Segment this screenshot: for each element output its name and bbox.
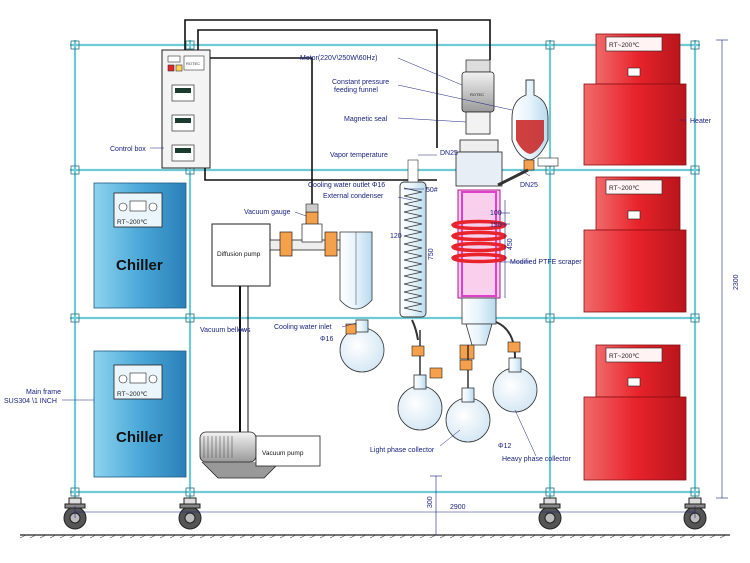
dn25-top-label: DN25 (440, 150, 458, 157)
ground-hatch (19, 534, 727, 539)
evaporator: ROTEC (451, 59, 507, 360)
chiller-bottom-label: Chiller (116, 429, 163, 446)
motor-label: Motor(220V\250W\60Hz) (300, 55, 377, 62)
vacuum-bellows-label: Vacuum bellows (200, 327, 251, 334)
external-condenser-label: External condenser (323, 193, 384, 200)
heavy-phase-collector-label: Heavy phase collector (502, 456, 572, 463)
dim-750: 750 (428, 248, 435, 260)
cold-trap (339, 231, 373, 310)
motor-brand: ROTEC (470, 92, 484, 97)
cooling-water-outlet-label: Cooling water outlet Φ16 (308, 182, 385, 189)
heater-1: RT~200℃ (583, 33, 687, 166)
funnel-label-1: Constant pressure (332, 79, 389, 86)
dim-300: 300 (427, 496, 434, 508)
chiller-bottom: RT~200℃ Chiller (93, 350, 187, 478)
light-phase-collector-label: Light phase collector (370, 447, 435, 454)
vacuum-bellows (239, 286, 249, 440)
chiller-bottom-display: RT~200℃ (117, 391, 148, 398)
vacuum-gauge-label: Vacuum gauge (244, 209, 291, 216)
heater-3: RT~200℃ (583, 344, 687, 481)
vapor-temperature-label: Vapor temperature (330, 152, 388, 159)
dim-2300: 2300 (733, 274, 740, 290)
diffusion-pump-label: Diffusion pump (217, 251, 261, 258)
vacuum-pump: Vacuum pump (199, 431, 321, 479)
control-cables (184, 19, 491, 205)
control-panel-brand: ROTEC (186, 61, 200, 66)
chiller-top-display: RT~200℃ (117, 219, 148, 226)
casters (63, 497, 707, 530)
heater-2: RT~200℃ (583, 176, 687, 313)
dn25-right-label: DN25 (520, 182, 538, 189)
dim-450: 450 (507, 238, 514, 250)
main-frame-label-1: Main frame (26, 389, 61, 396)
feeding-funnel (497, 79, 559, 187)
cooling-water-inlet-label: Cooling water inlet (274, 324, 332, 331)
main-frame-label-2: SUS304 \1 INCH (4, 398, 57, 405)
funnel-label-2: feeding funnel (334, 87, 378, 94)
heater-1-display: RT~200℃ (609, 42, 640, 49)
dim-2900: 2900 (450, 504, 466, 511)
frame-joints (70, 40, 700, 497)
heater-label: Heater (690, 118, 712, 125)
phi12-label: Φ12 (498, 443, 511, 450)
dim-150: 150 (490, 222, 502, 229)
chiller-top-label: Chiller (116, 257, 163, 274)
control-box: ROTEC (161, 49, 211, 169)
leader-lines (62, 57, 686, 457)
ptfe-scraper-label: Modified PTFE scraper (510, 259, 582, 266)
phi16-label: Φ16 (320, 336, 333, 343)
flasks (339, 319, 538, 443)
magnetic-seal-label: Magnetic seal (344, 116, 388, 123)
control-box-label: Control box (110, 146, 146, 153)
external-condenser (399, 159, 427, 318)
condenser-coil (403, 187, 423, 313)
flask-valves (345, 323, 521, 379)
dimension-lines (74, 39, 728, 535)
fifty-label: 50# (426, 187, 438, 194)
dim-100: 100 (490, 210, 502, 217)
heater-3-display: RT~200℃ (609, 353, 640, 360)
vacuum-pump-label: Vacuum pump (262, 450, 304, 457)
diffusion-pump: Diffusion pump (211, 223, 271, 287)
heater-2-display: RT~200℃ (609, 185, 640, 192)
dim-120: 120 (390, 233, 402, 240)
vacuum-line (269, 203, 351, 257)
chiller-top: RT~200℃ Chiller (93, 182, 187, 309)
